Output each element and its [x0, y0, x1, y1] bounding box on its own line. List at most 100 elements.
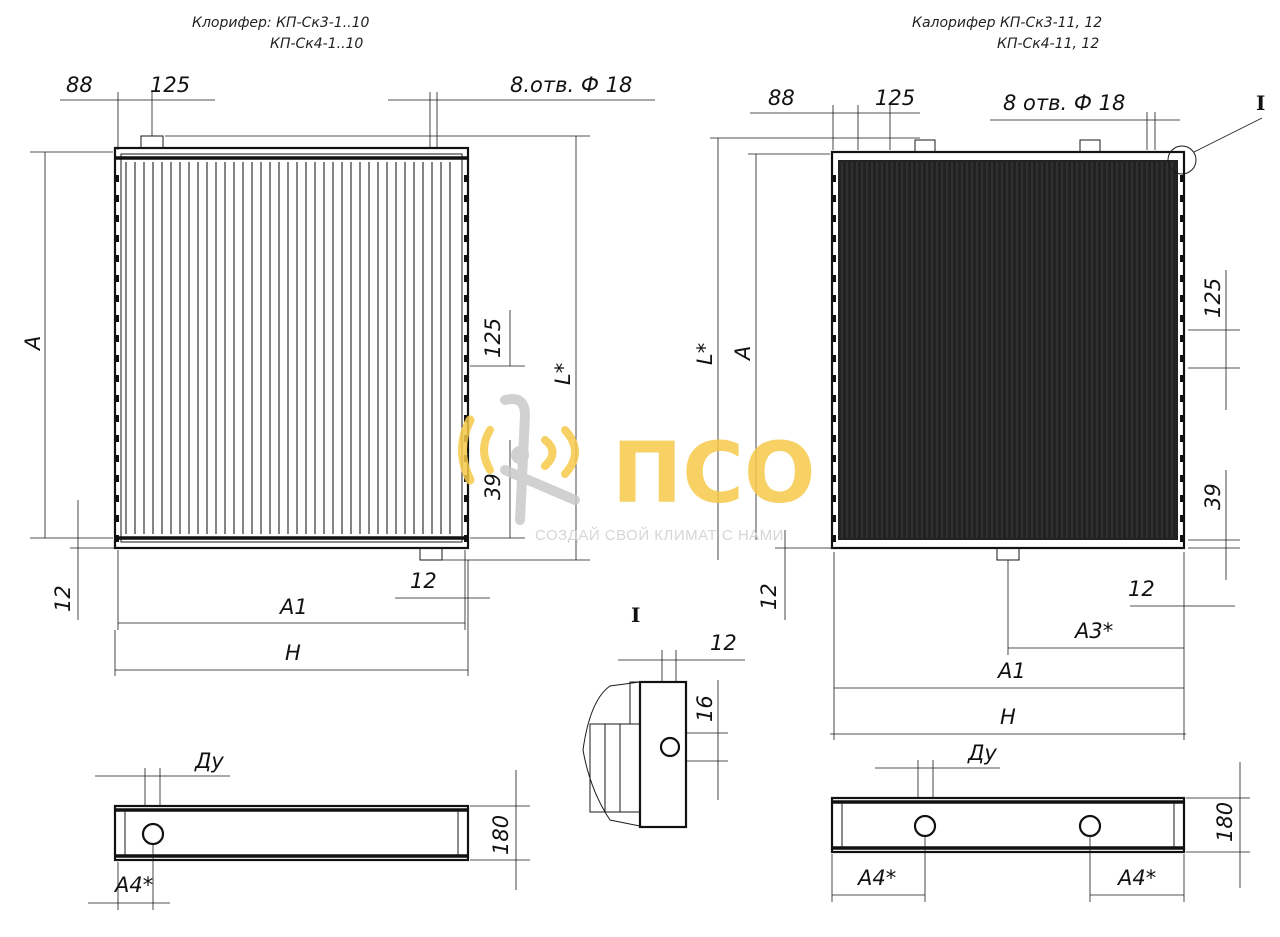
detail-mounting-hole	[659, 736, 681, 758]
flange-hole	[116, 475, 119, 482]
flange-hole	[1180, 315, 1183, 322]
right-dim-A1: A1	[996, 659, 1026, 683]
flange-hole	[1180, 535, 1183, 542]
right-side-nozzle-circle-2	[1078, 814, 1102, 838]
right-side-dim-Du: Ду	[967, 741, 997, 765]
right-flange-holes	[833, 175, 1183, 542]
left-caption-line1: Клорифер: КП-Ск3-1..10	[192, 15, 369, 31]
right-bottom-nozzle	[996, 547, 1020, 561]
detail-view-I: I 12 16	[582, 603, 745, 829]
flange-hole	[1180, 395, 1183, 402]
flange-hole	[464, 235, 467, 242]
right-side-body	[830, 796, 1186, 854]
detail-dim-12: 12	[710, 631, 737, 655]
right-dim-39: 39	[1201, 483, 1225, 510]
flange-hole	[1180, 435, 1183, 442]
flange-hole	[1180, 275, 1183, 282]
pso-logo-mark	[458, 394, 580, 525]
flange-hole	[116, 175, 119, 182]
flange-hole	[1180, 475, 1183, 482]
flange-hole	[464, 215, 467, 222]
flange-hole	[116, 215, 119, 222]
flange-hole	[833, 335, 836, 342]
pso-brand-letters: ПСО	[612, 424, 815, 522]
flange-hole	[833, 415, 836, 422]
flange-hole	[833, 515, 836, 522]
right-dim-A3: A3*	[1073, 619, 1113, 643]
pso-watermark: ПСО СОЗДАЙ СВОЙ КЛИМАТ С НАМИ	[458, 394, 815, 544]
flange-hole	[116, 275, 119, 282]
flange-hole	[833, 475, 836, 482]
right-dim-12-left: 12	[757, 583, 781, 610]
left-bottom-nozzle	[419, 547, 443, 561]
flange-hole	[1180, 375, 1183, 382]
flange-hole	[464, 515, 467, 522]
right-top-nozzle-2	[1079, 139, 1101, 153]
left-side-dim-A4: A4*	[113, 873, 153, 897]
flange-hole	[464, 355, 467, 362]
right-side-dim-180: 180	[1213, 802, 1237, 842]
flange-hole	[1180, 215, 1183, 222]
flange-hole	[116, 235, 119, 242]
right-holes-callout: 8 отв. Ф 18	[1003, 91, 1125, 115]
right-side-dim-A4-right: A4*	[1116, 866, 1156, 890]
flange-hole	[833, 235, 836, 242]
flange-hole	[116, 355, 119, 362]
flange-hole	[464, 395, 467, 402]
right-dim-125-side: 125	[1201, 278, 1225, 318]
flange-hole	[116, 495, 119, 502]
flange-hole	[464, 295, 467, 302]
right-side-dim-A4-left: A4*	[856, 866, 896, 890]
flange-hole	[1180, 495, 1183, 502]
flange-hole	[833, 175, 836, 182]
right-dim-H: H	[1000, 705, 1016, 729]
flange-hole	[833, 215, 836, 222]
detail-title: I	[631, 603, 640, 627]
flange-hole	[116, 375, 119, 382]
left-dim-39: 39	[481, 473, 505, 500]
right-dim-125-top: 125	[875, 86, 915, 110]
flange-hole	[833, 355, 836, 362]
left-dim-12-bottom: 12	[410, 569, 437, 593]
detail-flange-section	[638, 680, 688, 829]
flange-hole	[116, 315, 119, 322]
flange-hole	[833, 195, 836, 202]
flange-hole	[833, 495, 836, 502]
flange-hole	[116, 415, 119, 422]
detail-I-marker-circle	[1167, 145, 1197, 175]
flange-hole	[464, 335, 467, 342]
right-front-view: Калорифер КП-Ск3-11, 12 КП-Ск4-11, 12 88…	[693, 15, 1265, 740]
flange-hole	[833, 275, 836, 282]
flange-hole	[116, 395, 119, 402]
left-tube-bank	[125, 162, 451, 534]
flange-hole	[833, 315, 836, 322]
flange-hole	[1180, 335, 1183, 342]
flange-hole	[464, 375, 467, 382]
flange-hole	[464, 275, 467, 282]
left-dim-A1: A1	[278, 595, 308, 619]
flange-hole	[116, 515, 119, 522]
left-top-nozzle	[140, 135, 164, 149]
flange-hole	[116, 195, 119, 202]
flange-hole	[464, 195, 467, 202]
flange-hole	[1180, 255, 1183, 262]
right-side-view: Ду 180 A4* A4*	[830, 741, 1250, 902]
right-caption-line2: КП-Ск4-11, 12	[997, 36, 1099, 52]
right-side-nozzle-circle-1	[913, 814, 937, 838]
flange-hole	[1180, 355, 1183, 362]
pso-tagline: СОЗДАЙ СВОЙ КЛИМАТ С НАМИ	[535, 526, 784, 544]
right-caption-line1: Калорифер КП-Ск3-11, 12	[912, 15, 1102, 31]
flange-hole	[464, 255, 467, 262]
left-dim-H: H	[285, 641, 301, 665]
flange-hole	[116, 455, 119, 462]
flange-hole	[1180, 235, 1183, 242]
flange-hole	[1180, 195, 1183, 202]
flange-hole	[833, 255, 836, 262]
left-dim-12-left: 12	[51, 585, 75, 612]
flange-hole	[116, 535, 119, 542]
flange-hole	[116, 255, 119, 262]
flange-hole	[464, 535, 467, 542]
flange-hole	[464, 495, 467, 502]
left-caption-line2: КП-Ск4-1..10	[270, 36, 363, 52]
left-dim-125-side: 125	[481, 318, 505, 358]
